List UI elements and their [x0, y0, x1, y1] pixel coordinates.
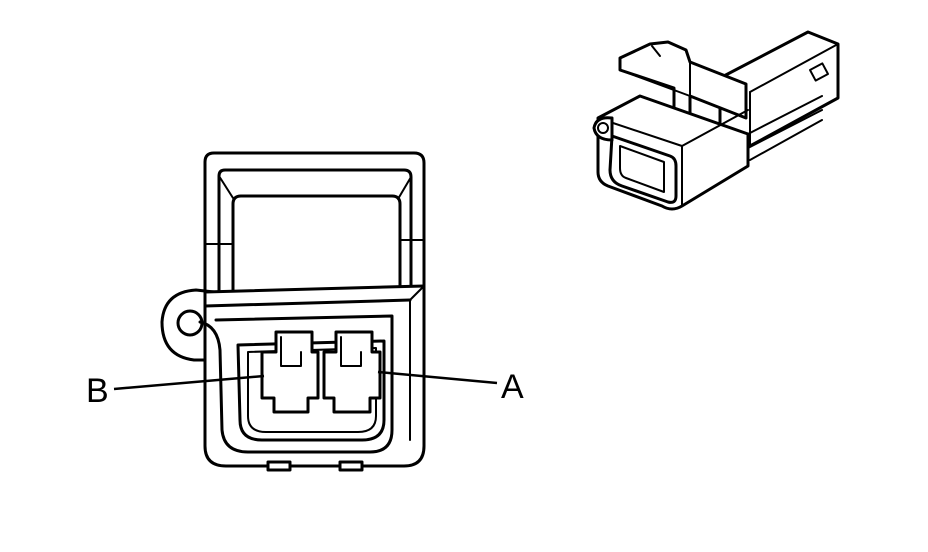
- terminal-b-slot: [280, 336, 302, 367]
- iso-face-opening: [608, 134, 678, 204]
- connector-front-view: [113, 151, 498, 472]
- callout-label-b: B: [86, 372, 109, 410]
- terminal-a: [322, 330, 382, 414]
- iso-rear-top-edge: [749, 43, 839, 93]
- leader-line-b: [113, 374, 265, 391]
- lock-frame-outer: [203, 151, 426, 294]
- cavity-outer: [198, 314, 394, 454]
- side-latch-loop: [160, 288, 216, 362]
- terminal-a-slot: [340, 336, 362, 367]
- housing-shelf: [203, 298, 412, 308]
- iso-latch-frame: [618, 40, 748, 126]
- iso-loop-hole: [597, 122, 609, 134]
- callout-label-a: A: [501, 368, 524, 406]
- iso-rail: [747, 95, 823, 161]
- lock-window: [231, 194, 402, 294]
- foot-left: [266, 460, 292, 472]
- lock-frame-inner: [217, 168, 413, 294]
- iso-latch-ridge: [651, 45, 661, 57]
- connector-iso-view: [592, 30, 840, 211]
- iso-front-edge-b: [681, 109, 749, 147]
- terminal-b: [260, 330, 320, 414]
- bevel-right: [397, 176, 412, 200]
- iso-rear-window: [809, 62, 829, 82]
- housing-shelf-bevel: [409, 285, 425, 301]
- cavity-inner-2: [247, 347, 377, 433]
- iso-latch-ridge-2: [619, 69, 691, 97]
- iso-face-inner: [619, 145, 665, 193]
- cavity-inner: [236, 339, 386, 442]
- leader-line-a: [377, 370, 498, 385]
- bevel-left: [218, 175, 234, 199]
- iso-front-top-edge: [603, 119, 683, 147]
- iso-front-loop: [592, 116, 614, 142]
- foot-right: [338, 460, 364, 472]
